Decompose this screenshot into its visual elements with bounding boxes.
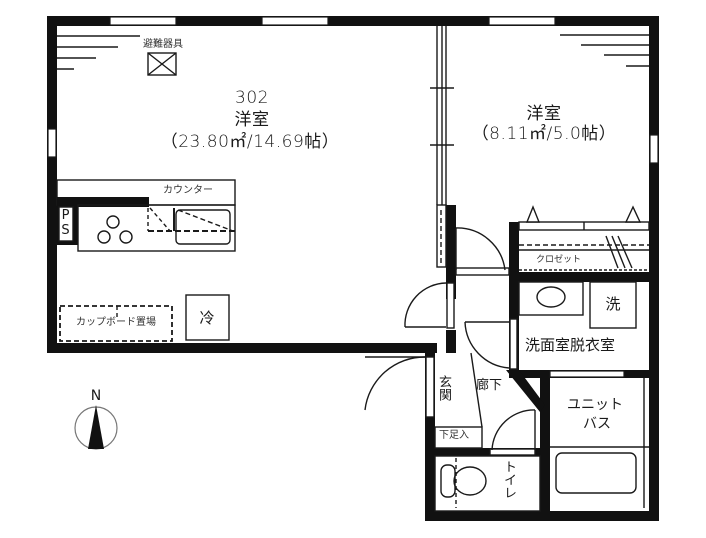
- unit-number: 302: [235, 88, 269, 108]
- bedroom-name: 洋室: [526, 104, 562, 124]
- washroom: [518, 281, 637, 329]
- entrance: [434, 352, 483, 449]
- refrigerator-label: 冷: [199, 309, 215, 327]
- hallway-label: 廊下: [476, 378, 503, 393]
- closet-label: クロゼット: [536, 255, 582, 265]
- main-room-name: 洋室: [234, 110, 270, 130]
- refrigerator: [185, 294, 230, 341]
- cupboard-label: カップボード置場: [76, 317, 156, 328]
- unit-bath-label-2: バス: [583, 416, 611, 432]
- bedroom-area: （8.11㎡/5.0帖）: [471, 124, 617, 144]
- windows: [47, 16, 659, 378]
- exterior-walls: [47, 16, 659, 521]
- stair-lines-main: [57, 35, 140, 70]
- compass-north-label: N: [90, 388, 102, 404]
- unit-bath-label-1: ユニット: [567, 397, 623, 413]
- closet: [518, 205, 650, 271]
- kitchen: [56, 179, 236, 252]
- shoe-storage-label: 下足入: [439, 430, 469, 441]
- doors: [364, 227, 536, 456]
- pipe-space-label: PS: [58, 208, 73, 238]
- evacuation-equipment-label: 避難器具: [143, 39, 183, 50]
- entrance-label: 玄関: [436, 375, 451, 401]
- unit-bath: [550, 378, 649, 508]
- cupboard-space: [59, 305, 173, 342]
- evacuation-hatch-icon: [147, 52, 177, 76]
- counter-label: カウンター: [163, 185, 213, 196]
- main-room-area: （23.80㎡/14.69帖）: [160, 132, 340, 152]
- north-arrow-icon: [74, 405, 118, 450]
- toilet-fixture: [434, 455, 541, 512]
- stair-lines-bedroom: [560, 34, 649, 67]
- sliding-partition: [430, 26, 454, 268]
- washroom-label: 洗面室脱衣室: [525, 336, 616, 354]
- toilet-label: トイレ: [501, 460, 516, 499]
- washing-machine-label: 洗: [605, 295, 621, 313]
